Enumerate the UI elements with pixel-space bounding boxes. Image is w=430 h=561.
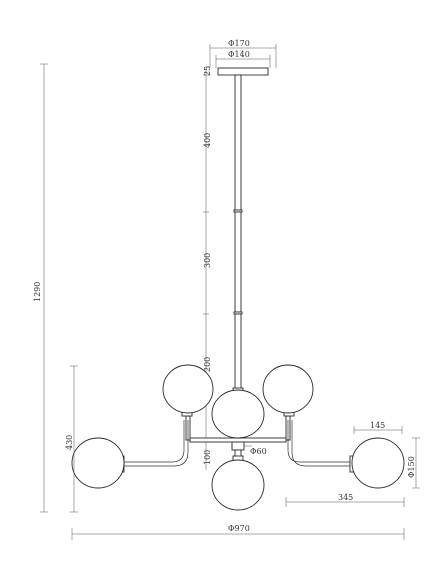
globe-diameter-dimension-line — [412, 437, 420, 489]
globe-far-right — [349, 437, 405, 489]
arm-tip-dimension-line — [353, 426, 403, 434]
globe-bottom — [211, 455, 265, 511]
hub-drop-dimension: 100 — [203, 450, 212, 465]
canopy-outer-dimension: Φ170 — [228, 39, 250, 48]
rod-upper-dimension: 400 — [203, 133, 212, 148]
total-width-dimension: Φ970 — [228, 524, 250, 533]
canopy — [217, 67, 269, 76]
total-height-dimension-line — [40, 63, 48, 513]
total-height-dimension: 1290 — [33, 282, 42, 302]
globe-upper-left — [162, 364, 214, 417]
hub-diameter-dimension: Φ60 — [250, 447, 267, 456]
canopy-dimension-lines — [209, 44, 277, 68]
arm-reach-dimension: 345 — [338, 493, 353, 502]
arm-reach-dimension-line — [285, 497, 405, 507]
globe-center — [211, 387, 265, 439]
globe-far-left — [71, 437, 125, 489]
body-height-dimension: 430 — [65, 435, 74, 450]
canopy-inner-dimension: Φ140 — [228, 50, 250, 59]
globe-diameter-dimension: Φ150 — [407, 456, 416, 478]
body-height-dimension-line — [70, 365, 78, 513]
globe-upper-right — [262, 364, 314, 417]
arm-tip-dimension: 145 — [370, 421, 385, 430]
total-width-dimension-line — [71, 528, 405, 540]
suspension-rod — [233, 74, 243, 395]
rod-lower-dimension: 200 — [203, 357, 212, 372]
canopy-height-dimension: 25 — [203, 66, 212, 76]
rod-middle-dimension: 300 — [203, 253, 212, 268]
